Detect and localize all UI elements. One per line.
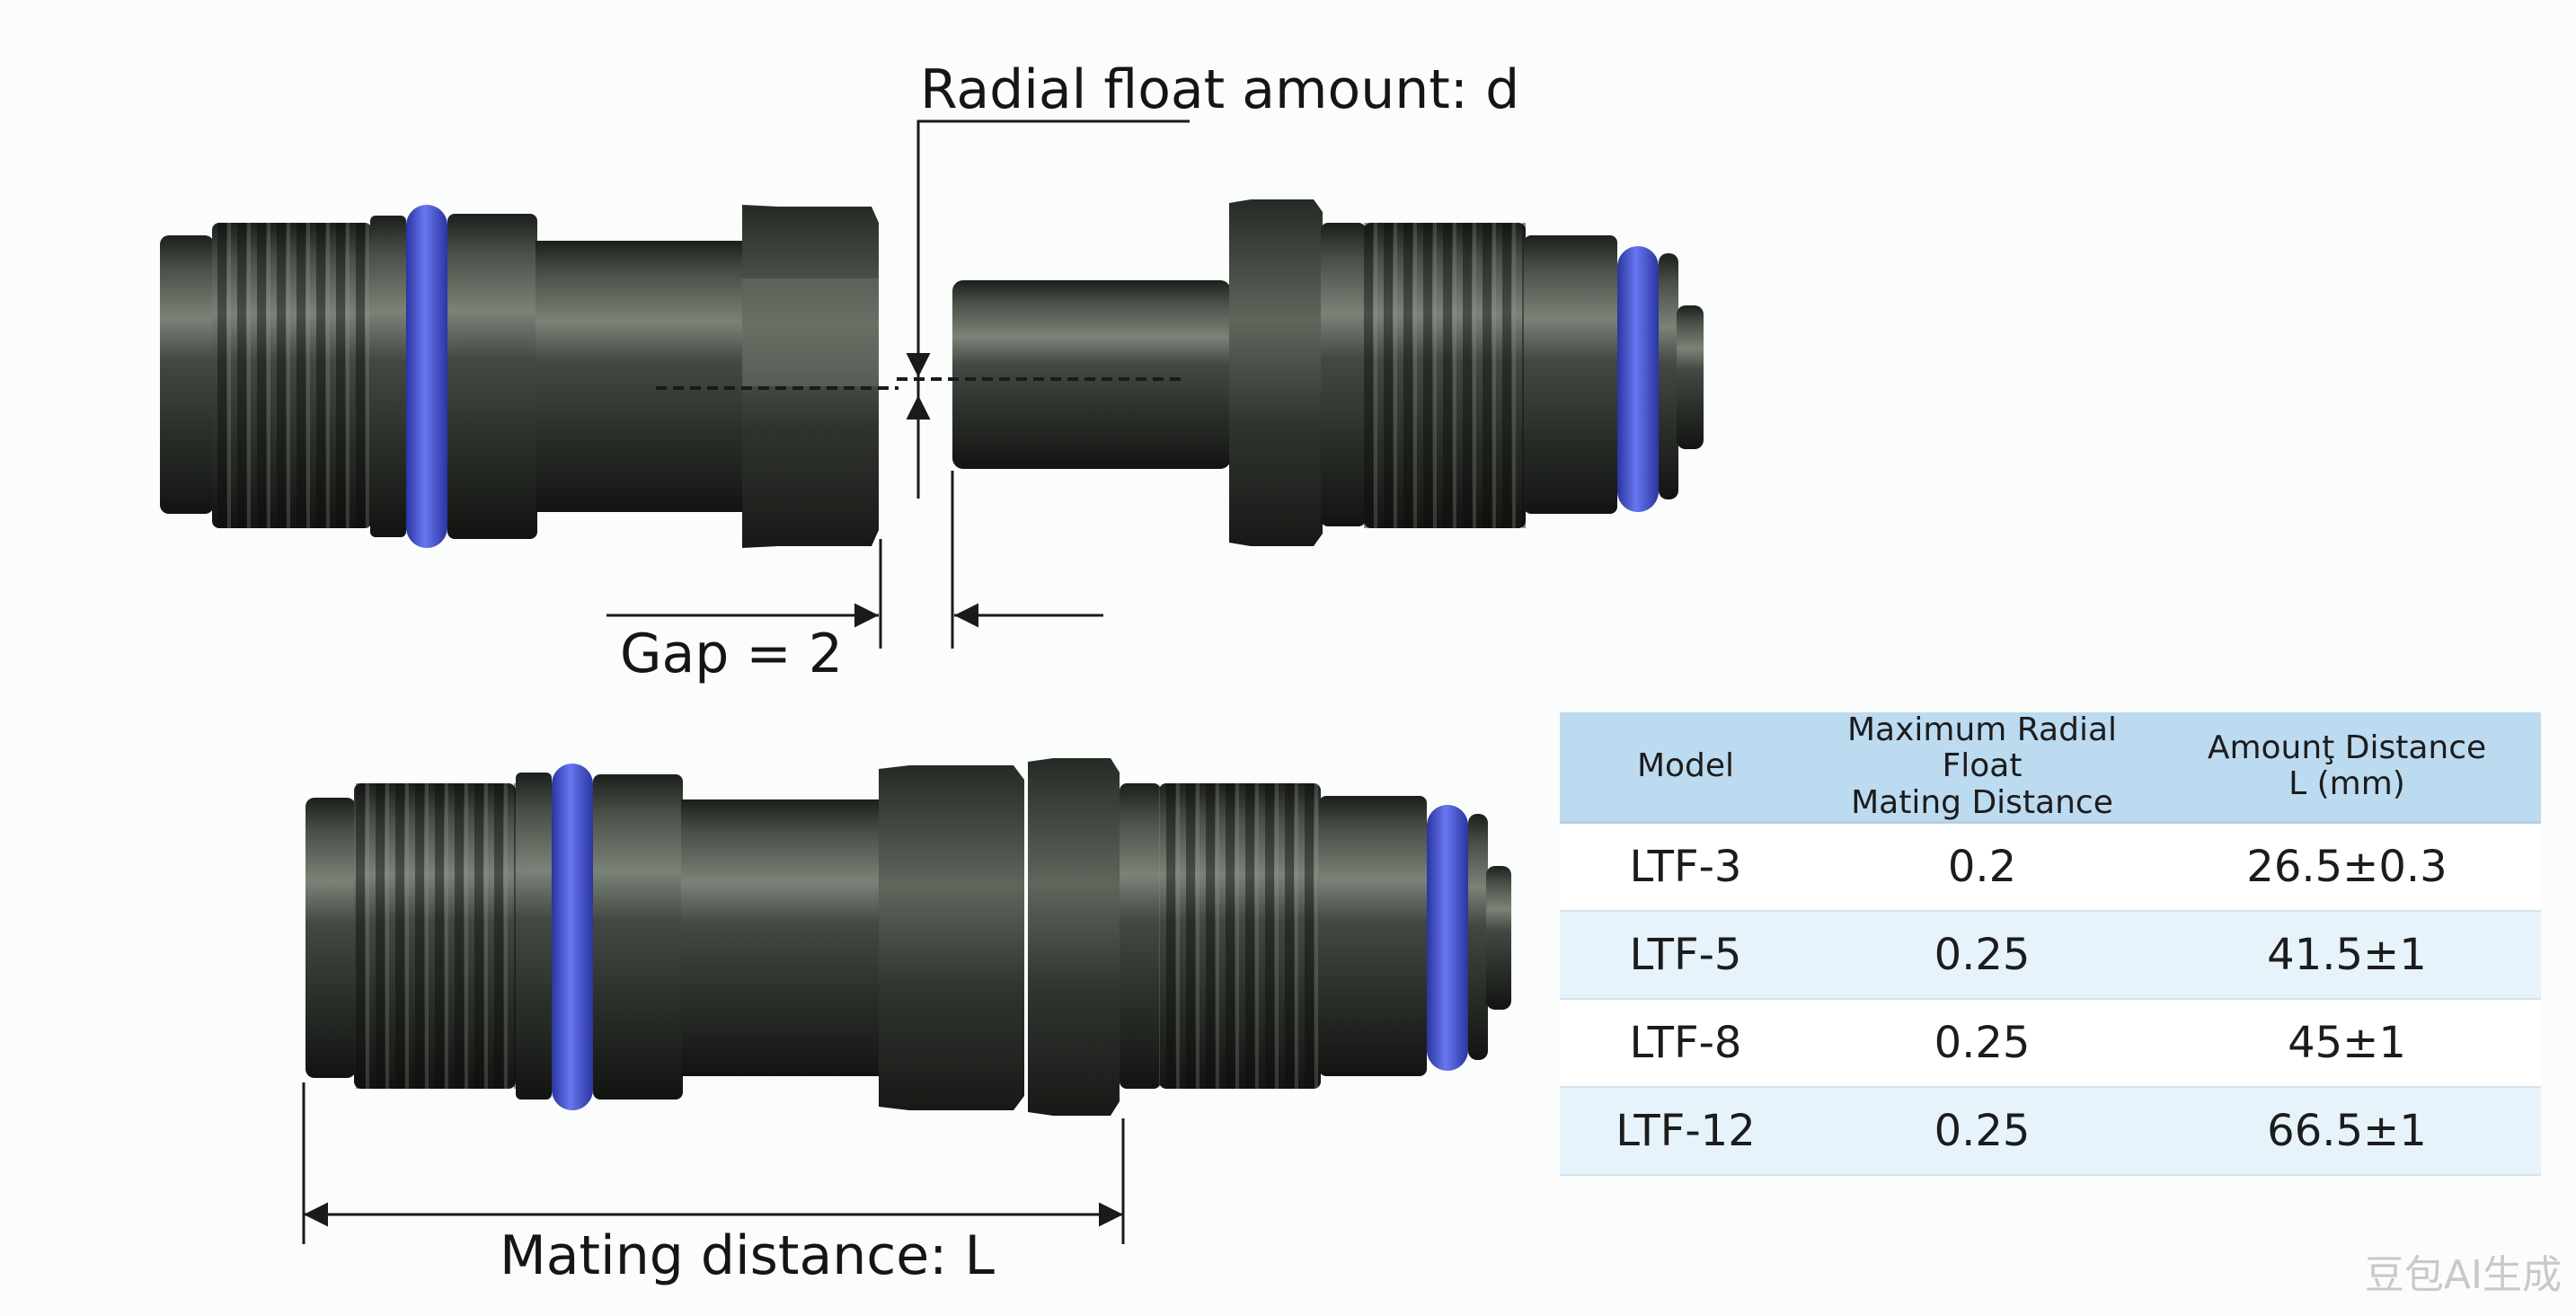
- table-row: LTF-3 0.2 26.5±0.3: [1560, 822, 2541, 912]
- gap-dimension: [606, 471, 1103, 649]
- header-radial-line1: Maximum Radial Float: [1846, 711, 2118, 785]
- cell-length: 66.5±1: [2153, 1086, 2541, 1176]
- cell-model: LTF-8: [1560, 998, 1811, 1088]
- gap-label: Gap = 2: [620, 623, 843, 685]
- watermark: 豆包AI生成: [2364, 1252, 2562, 1298]
- cell-model: LTF-3: [1560, 822, 1811, 912]
- top-male-connector: [952, 199, 1704, 546]
- header-length-line1: Amounţ Distance: [2207, 729, 2487, 767]
- header-model: Model: [1560, 712, 1811, 824]
- table-header-row: Model Maximum Radial Float Mating Distan…: [1560, 711, 2541, 824]
- cell-model: LTF-12: [1560, 1086, 1811, 1176]
- table-row: LTF-5 0.25 41.5±1: [1560, 910, 2541, 1000]
- header-length: Amounţ Distance L (mm): [2153, 712, 2541, 824]
- table-row: LTF-12 0.25 66.5±1: [1560, 1086, 2541, 1176]
- spec-table: Model Maximum Radial Float Mating Distan…: [1560, 711, 2541, 1176]
- mating-distance-label: Mating distance: L: [500, 1224, 995, 1287]
- cell-radial: 0.2: [1811, 822, 2153, 912]
- header-radial-float: Maximum Radial Float Mating Distance: [1811, 711, 2153, 824]
- cell-model: LTF-5: [1560, 910, 1811, 1000]
- cell-length: 45±1: [2153, 998, 2541, 1088]
- cell-radial: 0.25: [1811, 1086, 2153, 1176]
- top-female-connector: [160, 205, 879, 548]
- header-radial-line2: Mating Distance: [1851, 783, 2113, 821]
- table-row: LTF-8 0.25 45±1: [1560, 998, 2541, 1088]
- header-length-line2: L (mm): [2288, 765, 2405, 803]
- cell-length: 41.5±1: [2153, 910, 2541, 1000]
- cell-length: 26.5±0.3: [2153, 822, 2541, 912]
- cell-radial: 0.25: [1811, 910, 2153, 1000]
- mating-distance-dimension: [302, 1082, 1125, 1244]
- radial-float-dimension: [656, 119, 1190, 499]
- cell-radial: 0.25: [1811, 998, 2153, 1088]
- bottom-mated-assembly: [305, 758, 1511, 1116]
- radial-float-label: Radial float amount: d: [920, 58, 1520, 121]
